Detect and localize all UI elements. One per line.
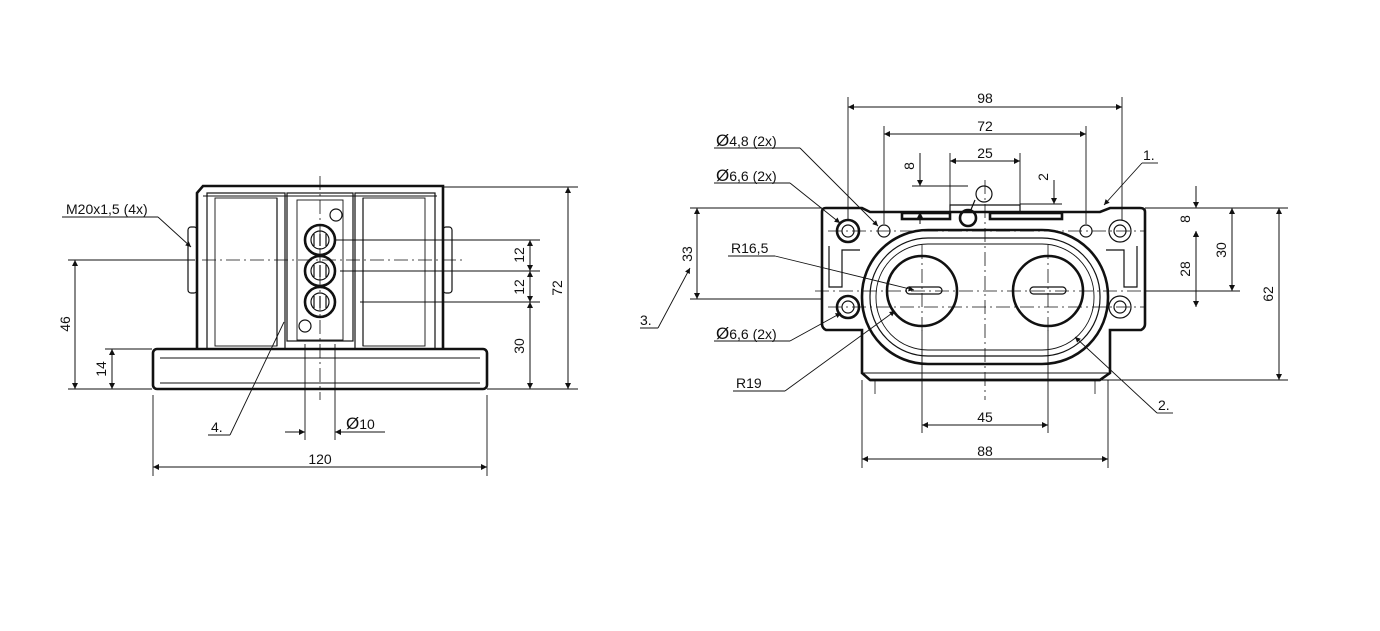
top-view: 98 72 25 8 2 Ø4,8 (2x) Ø6,6 (2x) R16,5 [640, 90, 1288, 468]
hole-dia66-top-note: Ø6,6 (2x) [716, 166, 777, 185]
housing-flange [820, 206, 1147, 382]
dim-98-top: 98 [977, 90, 993, 106]
dim-62-top: 62 [1260, 286, 1276, 302]
dim-46-front: 46 [57, 316, 73, 332]
dim-dia10-front: Ø10 [346, 414, 375, 433]
radius-19-note: R19 [736, 375, 762, 391]
right-large-hole [1011, 254, 1085, 328]
dim-14-front: 14 [93, 361, 109, 377]
dim-33-top: 33 [679, 246, 695, 262]
dim-8-top-right: 8 [1177, 215, 1193, 223]
dim-2-top: 2 [1035, 173, 1051, 181]
dim-30-front: 30 [511, 338, 527, 354]
dim-72-top: 72 [977, 118, 993, 134]
dim-72-front: 72 [549, 280, 565, 296]
bottom-small-hole [298, 319, 312, 333]
dim-30-top: 30 [1213, 242, 1229, 258]
callout-1: 1. [1143, 147, 1155, 163]
thread-note: M20x1,5 (4x) [66, 201, 148, 217]
radius-165-note: R16,5 [731, 240, 769, 256]
top-small-hole [329, 208, 343, 222]
mount-hole-br [1108, 295, 1132, 319]
dim-25-top: 25 [977, 145, 993, 161]
callout-2: 2. [1158, 397, 1170, 413]
housing-outline [195, 184, 445, 349]
actuator-pivot [958, 208, 978, 228]
dim-45-top: 45 [977, 409, 993, 425]
dim-8-top-left: 8 [901, 162, 917, 170]
dim-28-top: 28 [1177, 261, 1193, 277]
dim-12b-front: 12 [511, 279, 527, 295]
actuator-roller [975, 185, 993, 203]
dim-120-front: 120 [308, 451, 332, 467]
hole-dia48-note: Ø4,8 (2x) [716, 131, 777, 150]
left-chamber [206, 192, 286, 350]
callout-4: 4. [211, 419, 223, 435]
hole-dia66-bottom-note: Ø6,6 (2x) [716, 324, 777, 343]
mount-hole-tr [1108, 219, 1132, 243]
dim-12a-front: 12 [511, 247, 527, 263]
front-view: 72 30 12 12 46 14 120 Ø10 M20x1 [57, 176, 578, 476]
callout-3: 3. [640, 312, 652, 328]
dim-88-top: 88 [977, 443, 993, 459]
center-column [286, 192, 354, 342]
